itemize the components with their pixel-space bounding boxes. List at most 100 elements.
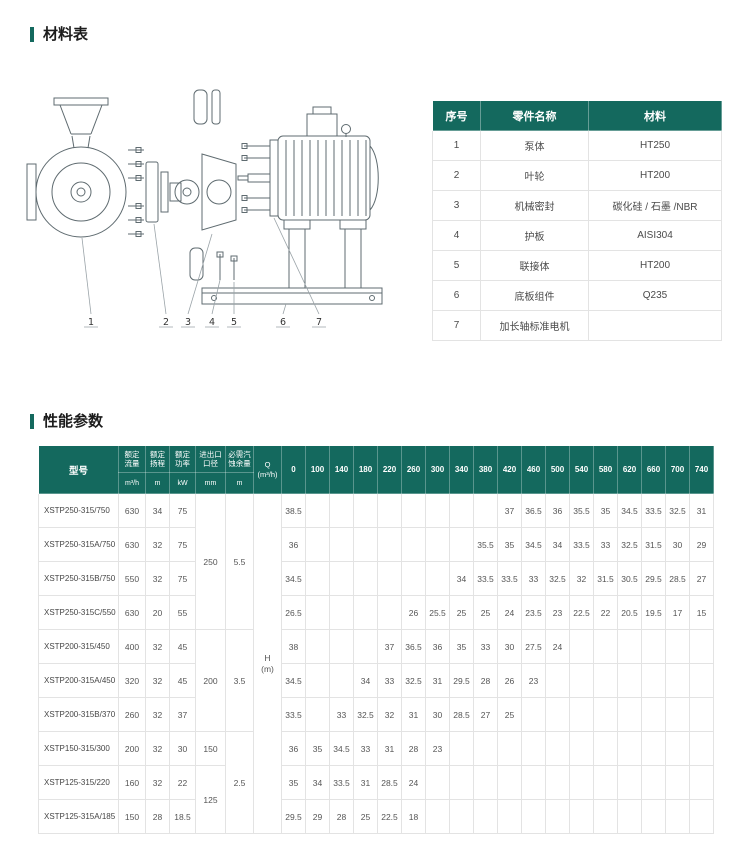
head-value-cell: 32.5 xyxy=(353,697,378,732)
head-value-cell: 34.5 xyxy=(329,731,354,766)
head-value-cell xyxy=(425,765,450,800)
npsh-cell: 5.5 xyxy=(225,493,254,630)
flow-point-header: 620 xyxy=(617,445,642,494)
head-value-cell: 27.5 xyxy=(521,629,546,664)
rated-head-cell: 32 xyxy=(145,561,170,596)
rated-head-cell: 32 xyxy=(145,765,170,800)
performance-section-title: 性能参数 xyxy=(30,414,103,429)
head-value-cell xyxy=(449,493,474,528)
head-value-cell: 33.5 xyxy=(329,765,354,800)
head-value-cell xyxy=(665,629,690,664)
head-value-cell: 17 xyxy=(665,595,690,630)
model-cell: XSTP250-315/750 xyxy=(38,493,119,528)
model-cell: XSTP250-315A/750 xyxy=(38,527,119,562)
rated-flow-cell: 550 xyxy=(118,561,146,596)
head-value-cell: 34.5 xyxy=(617,493,642,528)
head-value-cell: 31 xyxy=(353,765,378,800)
head-value-cell: 22 xyxy=(593,595,618,630)
head-value-cell: 32.5 xyxy=(545,561,570,596)
head-value-cell xyxy=(689,629,714,664)
rated-power-cell: 75 xyxy=(169,493,196,528)
materials-header-cell: 材料 xyxy=(588,100,722,131)
model-column-header: 型号 xyxy=(38,445,119,494)
head-value-cell: 18 xyxy=(401,799,426,834)
head-value-cell xyxy=(425,561,450,596)
head-value-cell xyxy=(545,731,570,766)
rated-flow-cell: 400 xyxy=(118,629,146,664)
head-value-cell: 35 xyxy=(593,493,618,528)
head-value-cell: 28 xyxy=(329,799,354,834)
head-value-cell xyxy=(689,697,714,732)
rated-flow-cell: 200 xyxy=(118,731,146,766)
head-value-cell xyxy=(617,799,642,834)
rated-flow-cell: 320 xyxy=(118,663,146,698)
head-value-cell: 23 xyxy=(425,731,450,766)
head-value-cell: 34 xyxy=(353,663,378,698)
head-value-cell: 26 xyxy=(401,595,426,630)
head-value-cell xyxy=(305,561,330,596)
mechanical-seal-assembly xyxy=(145,161,200,223)
materials-cell: 7 xyxy=(432,310,481,341)
flow-point-header: 420 xyxy=(497,445,522,494)
model-cell: XSTP200-315A/450 xyxy=(38,663,119,698)
rated-power-cell: 37 xyxy=(169,697,196,732)
head-value-cell xyxy=(569,765,594,800)
head-value-cell: 28.5 xyxy=(665,561,690,596)
callout-label-7: 7 xyxy=(316,317,322,328)
rated-head-cell: 28 xyxy=(145,799,170,834)
head-value-cell xyxy=(329,527,354,562)
head-value-cell: 31 xyxy=(377,731,402,766)
flow-point-header: 380 xyxy=(473,445,498,494)
materials-cell: 护板 xyxy=(480,220,589,251)
rated-power-cell: 45 xyxy=(169,629,196,664)
head-value-cell xyxy=(569,799,594,834)
rated-flow-cell: 260 xyxy=(118,697,146,732)
head-value-cell xyxy=(521,731,546,766)
head-value-cell xyxy=(353,527,378,562)
head-value-cell xyxy=(617,765,642,800)
head-value-cell xyxy=(425,527,450,562)
flow-point-header: 580 xyxy=(593,445,618,494)
head-value-cell: 27 xyxy=(473,697,498,732)
head-value-cell xyxy=(617,663,642,698)
head-value-cell: 33 xyxy=(521,561,546,596)
rated-head-cell: 20 xyxy=(145,595,170,630)
head-value-cell: 36.5 xyxy=(401,629,426,664)
head-value-cell: 36.5 xyxy=(521,493,546,528)
head-value-cell xyxy=(401,561,426,596)
head-value-cell xyxy=(521,799,546,834)
head-value-cell: 37 xyxy=(377,629,402,664)
head-value-cell: 24 xyxy=(545,629,570,664)
head-value-cell: 15 xyxy=(689,595,714,630)
head-value-cell xyxy=(569,629,594,664)
head-value-cell xyxy=(593,765,618,800)
spec-column-header: 必需汽蚀余量 xyxy=(225,445,254,473)
head-value-cell: 26 xyxy=(497,663,522,698)
casing-studs xyxy=(128,147,144,237)
head-value-cell xyxy=(593,799,618,834)
head-value-cell xyxy=(305,595,330,630)
head-value-cell xyxy=(305,629,330,664)
head-value-cell xyxy=(449,765,474,800)
callout-label-5: 5 xyxy=(231,317,237,328)
head-value-cell xyxy=(305,697,330,732)
head-value-cell: 34.5 xyxy=(521,527,546,562)
head-value-cell xyxy=(497,765,522,800)
head-value-cell xyxy=(497,731,522,766)
rated-head-cell: 32 xyxy=(145,663,170,698)
head-value-cell xyxy=(569,731,594,766)
flow-point-header: 300 xyxy=(425,445,450,494)
flow-point-header: 740 xyxy=(689,445,714,494)
head-value-cell: 33 xyxy=(353,731,378,766)
head-axis-label: H(m) xyxy=(253,493,282,834)
rated-head-cell: 32 xyxy=(145,527,170,562)
flow-point-header: 540 xyxy=(569,445,594,494)
